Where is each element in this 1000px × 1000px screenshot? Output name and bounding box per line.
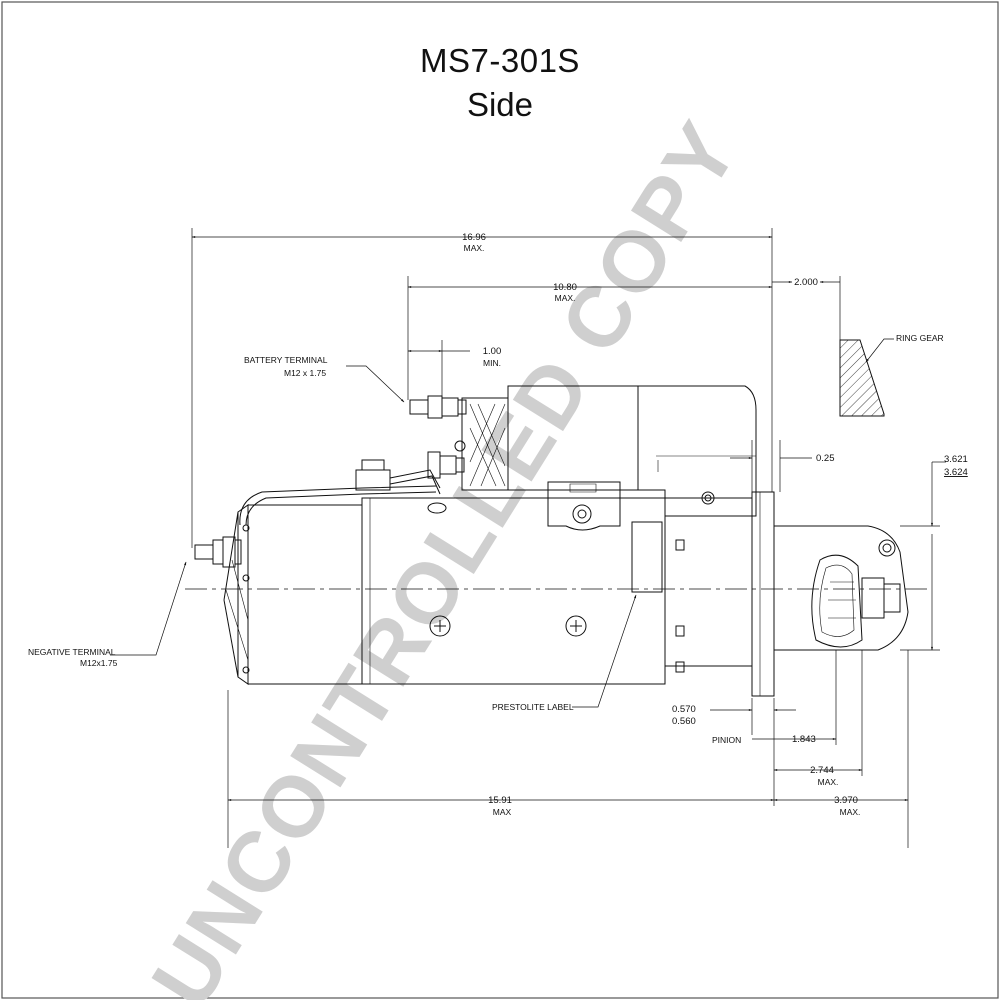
dim-solenoid: 10.80 <box>553 282 577 293</box>
battery-terminal-label: BATTERY TERMINAL <box>244 355 328 365</box>
negative-terminal-label: NEGATIVE TERMINAL <box>28 647 116 657</box>
dimension-lines <box>110 228 946 848</box>
nose-housing <box>773 525 909 651</box>
dim-terminal-min-note: MIN. <box>483 358 501 368</box>
drive-housing <box>664 497 753 667</box>
drawing-view-label: Side <box>466 86 534 123</box>
drawing-title: MS7-301S <box>420 42 580 79</box>
dim-nose-total-note: MAX. <box>840 807 861 817</box>
negative-terminal-thread: M12x1.75 <box>80 658 118 668</box>
pinion-gear <box>811 554 863 648</box>
watermark-text: UNCONTROLLED COPY <box>134 105 758 1000</box>
dim-body-note: MAX <box>493 807 512 817</box>
dim-pinion: 1.843 <box>792 734 816 745</box>
dim-nose-note: MAX. <box>818 777 839 787</box>
frame-screw <box>429 615 451 637</box>
dim-nose: 2.744 <box>810 765 834 776</box>
dim-overall: 16.96 <box>462 232 486 243</box>
dim-overall-note: MAX. <box>464 243 485 253</box>
solenoid-cap <box>461 397 509 491</box>
dim-body: 15.91 <box>488 795 512 806</box>
battery-terminal-stud <box>409 399 429 415</box>
ring-gear <box>839 339 885 417</box>
dim-pinion-dia-b: 3.624 <box>944 467 968 478</box>
solenoid-bracket <box>547 481 621 531</box>
frame-screw <box>565 615 587 637</box>
prestolite-label-plate <box>631 521 663 593</box>
starter-outline <box>185 339 930 697</box>
mounting-flange <box>751 491 775 697</box>
dim-terminal-min: 1.00 <box>483 346 502 357</box>
prestolite-label-text: PRESTOLITE LABEL <box>492 702 574 712</box>
negative-terminal-stud <box>194 544 214 560</box>
dim-nose-total: 3.970 <box>834 795 858 806</box>
solenoid-body <box>507 385 757 517</box>
dim-ring-gap: 2.000 <box>794 277 818 288</box>
battery-terminal-thread: M12 x 1.75 <box>284 368 326 378</box>
dim-solenoid-note: MAX. <box>555 293 576 303</box>
dim-flange-thick-b: 0.560 <box>672 716 696 727</box>
dim-flange-thick-a: 0.570 <box>672 704 696 715</box>
ring-gear-label: RING GEAR <box>896 333 944 343</box>
dim-flange-offset: 0.25 <box>816 453 835 464</box>
pinion-label: PINION <box>712 735 741 745</box>
rear-cap-lip <box>237 504 249 685</box>
dim-pinion-dia-a: 3.621 <box>944 454 968 465</box>
motor-frame <box>361 497 666 685</box>
